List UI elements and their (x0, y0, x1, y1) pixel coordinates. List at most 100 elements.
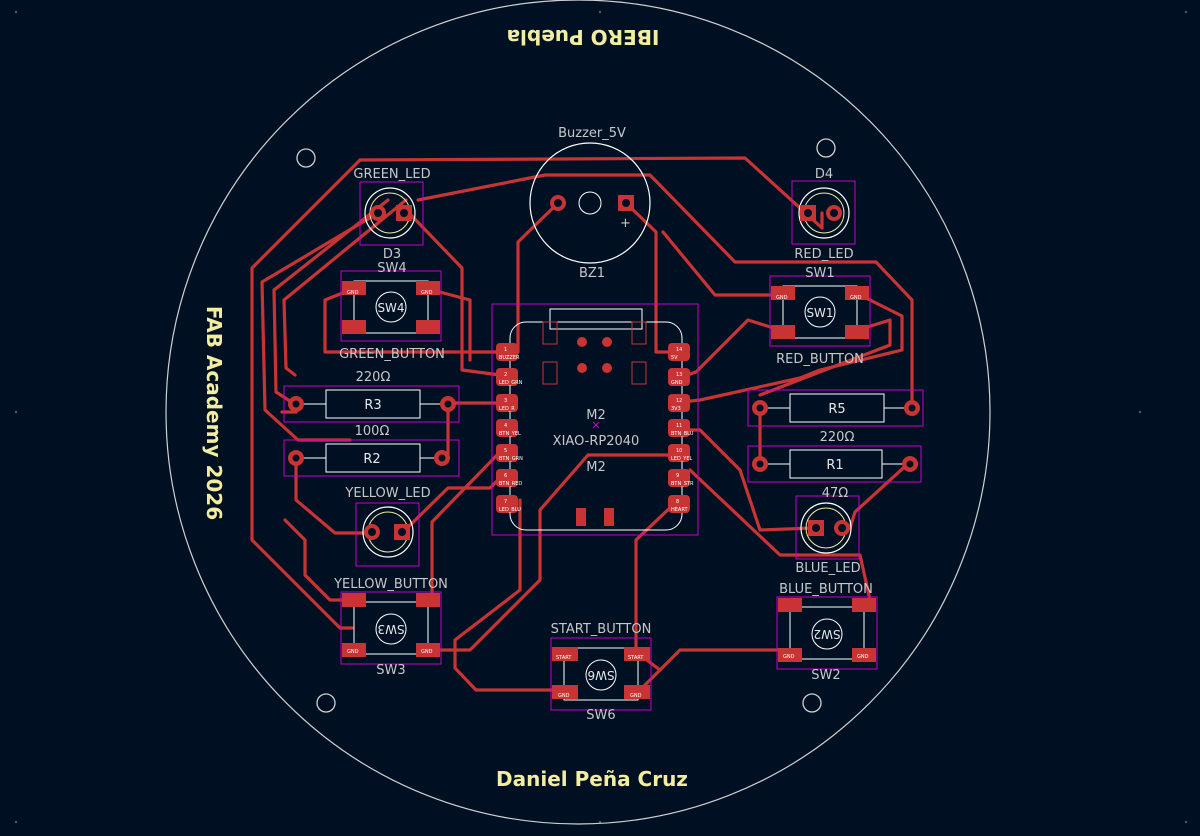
xiao-pad-label: 3V3 (671, 406, 681, 412)
sw6-start-a: START (556, 655, 572, 661)
r2-footprint[interactable]: R2 (283, 439, 460, 477)
blue-led-footprint[interactable] (795, 495, 860, 560)
sw1-ref: SW1 (805, 266, 834, 281)
xiao-pad-number: 6 (504, 473, 507, 479)
yellow-led-footprint[interactable] (355, 502, 420, 567)
mounting-hole-bl (316, 693, 336, 713)
xiao-pad-number: 5 (504, 448, 507, 454)
xiao-pad-label: LED_BLU (499, 507, 521, 513)
xiao-pad-number: 4 (504, 423, 507, 429)
r2-value: 100Ω (355, 424, 390, 439)
r5-footprint[interactable]: R5 (747, 389, 924, 427)
xiao-pad-label: HEART (671, 507, 688, 513)
sw4-footprint[interactable]: GND GND SW4 (340, 270, 442, 342)
xiao-pad-right-7[interactable] (668, 495, 690, 513)
r1-footprint[interactable]: R1 (747, 445, 922, 483)
sw6-value: START_BUTTON (551, 622, 652, 637)
mounting-hole-br (802, 693, 822, 713)
xiao-ref-2: M2 (586, 460, 606, 475)
board-edge-outline[interactable] (165, 0, 991, 825)
r5-value: 220Ω (820, 430, 855, 445)
xiao-pin-pads: 1BUZZER145V2LED_GRN13GND3LED_R123V34BTN_… (496, 343, 694, 513)
xiao-pad-right-6[interactable] (668, 469, 690, 487)
xiao-pad-label: BUZZER (499, 355, 520, 361)
xiao-pad-number: 8 (676, 499, 679, 505)
xiao-pad-left-7[interactable] (496, 495, 518, 513)
sw2-footprint[interactable]: GND GND SW2 (776, 596, 878, 670)
xiao-pad-right-3[interactable] (668, 394, 690, 412)
xiao-pad-right-1[interactable] (668, 343, 690, 361)
xiao-pad-number: 10 (676, 448, 682, 454)
xiao-pad-right-2[interactable] (668, 368, 690, 386)
sw6-mark: SW6 (587, 668, 614, 682)
red-led-footprint[interactable] (791, 180, 856, 245)
board-title-top: IBERO Puebla (507, 25, 660, 49)
blue-led-value: BLUE_LED (795, 561, 860, 576)
sw6-ref: SW6 (586, 708, 615, 723)
sw6-gnd-a: GND (558, 693, 570, 699)
sw2-value: BLUE_BUTTON (779, 582, 873, 597)
r1-value: 47Ω (822, 486, 849, 501)
r3-mark: R3 (364, 398, 381, 413)
xiao-pad-number: 7 (504, 499, 507, 505)
sw3-gnd-a: GND (347, 649, 359, 655)
xiao-pad-right-4[interactable] (668, 419, 690, 437)
xiao-pad-left-4[interactable] (496, 419, 518, 437)
xiao-pad-label: BTN_BLU (671, 431, 694, 437)
sw2-ref: SW2 (811, 668, 840, 683)
xiao-pad-number: 2 (504, 372, 507, 378)
grid-dots (14, 10, 1188, 824)
green-led-footprint[interactable] (359, 181, 424, 246)
sw4-value: GREEN_BUTTON (339, 347, 445, 362)
xiao-pad-right-5[interactable] (668, 444, 690, 462)
r1-mark: R1 (826, 458, 843, 473)
sw4-ref: SW4 (377, 261, 406, 276)
sw3-footprint[interactable]: GND GND SW3 (340, 591, 442, 665)
sw6-footprint[interactable]: START START GND GND SW6 (550, 637, 652, 711)
xiao-pad-left-6[interactable] (496, 469, 518, 487)
r3-footprint[interactable]: R3 (283, 385, 460, 423)
sw6-start-b: START (628, 655, 644, 661)
sw4-gnd-b: GND (421, 290, 433, 296)
xiao-pad-left-2[interactable] (496, 368, 518, 386)
r2-mark: R2 (363, 452, 380, 467)
red-led-ref: D4 (815, 167, 833, 182)
xiao-pad-number: 11 (676, 423, 682, 429)
mounting-holes (296, 138, 836, 713)
sw6-gnd-b: GND (630, 693, 642, 699)
xiao-pad-label: LED_YEL (671, 456, 693, 462)
xiao-pad-label: 5V (671, 355, 678, 361)
board-author-bottom: Daniel Peña Cruz (496, 767, 688, 791)
xiao-pad-number: 13 (676, 372, 682, 378)
yellow-led-value: YELLOW_LED (344, 486, 430, 501)
buzzer-plus-label: + (620, 216, 631, 231)
sw4-mark: SW4 (377, 301, 404, 315)
red-led-value: RED_LED (794, 247, 853, 262)
buzzer-footprint[interactable]: + (529, 142, 651, 264)
sw1-value: RED_BUTTON (776, 352, 864, 367)
sw1-gnd-b: GND (850, 295, 862, 301)
buzzer-ref-label: BZ1 (579, 266, 605, 281)
sw4-gnd-a: GND (347, 290, 359, 296)
xiao-pad-left-1[interactable] (496, 343, 518, 361)
buzzer-value-label: Buzzer_5V (558, 126, 626, 141)
xiao-pad-number: 12 (676, 398, 682, 404)
copper-traces (250, 156, 914, 692)
xiao-pad-label: LED_GRN (499, 380, 523, 386)
xiao-pad-number: 1 (504, 347, 507, 353)
r3-value: 220Ω (356, 370, 391, 385)
xiao-pad-left-3[interactable] (496, 394, 518, 412)
xiao-pad-number: 9 (676, 473, 679, 479)
sw3-value: YELLOW_BUTTON (333, 577, 448, 592)
xiao-pad-left-5[interactable] (496, 444, 518, 462)
xiao-value: XIAO-RP2040 (553, 434, 640, 449)
sw1-mark: SW1 (806, 306, 833, 320)
sw3-ref: SW3 (376, 663, 405, 678)
sw3-mark: SW3 (377, 622, 404, 636)
green-led-ref: D3 (383, 247, 401, 262)
xiao-rp2040-footprint[interactable]: 1BUZZER145V2LED_GRN13GND3LED_R123V34BTN_… (491, 303, 699, 536)
r5-mark: R5 (828, 402, 845, 417)
mounting-hole-tl (296, 148, 316, 168)
sw1-footprint[interactable]: GND GND SW1 (769, 275, 871, 347)
